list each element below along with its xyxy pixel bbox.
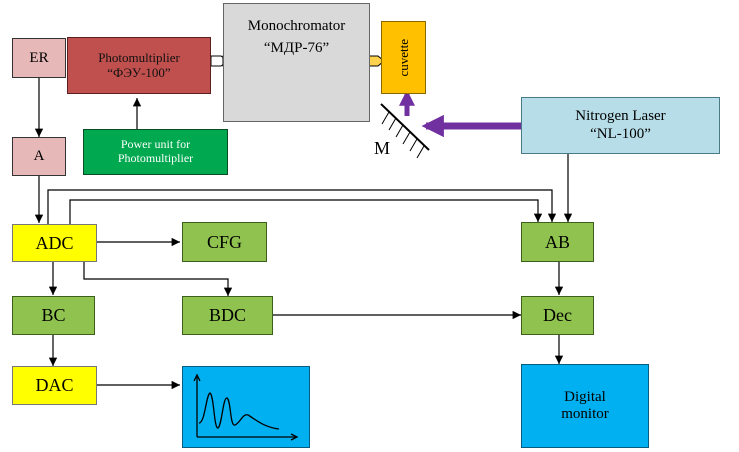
dec-block: Dec — [521, 296, 594, 335]
oscilloscope-display — [182, 366, 310, 448]
power-unit-line-2: Photomultiplier — [117, 151, 194, 165]
cfg-label: CFG — [206, 231, 242, 252]
bc-block: BC — [12, 296, 95, 335]
nitrogen-laser-title: Nitrogen Laser — [575, 108, 666, 125]
cfg-block: CFG — [182, 222, 267, 262]
mirror-label: M — [374, 138, 391, 158]
waveform-icon — [193, 373, 299, 441]
wire-adc-bdc — [83, 262, 233, 296]
er-label: ER — [29, 49, 49, 66]
monochromator-model: “МДР-76” — [263, 40, 330, 56]
adc-label: ADC — [35, 232, 74, 253]
mirror-icon — [380, 103, 430, 159]
bdc-label: BDC — [208, 305, 246, 325]
bc-label: BC — [41, 305, 66, 325]
dac-block: DAC — [12, 366, 97, 405]
bdc-block: BDC — [182, 296, 273, 335]
wire-adc-ab-outer — [47, 189, 557, 224]
dec-label: Dec — [543, 305, 572, 325]
photomultiplier-block: Photomultiplier “ФЭУ-100” — [67, 37, 211, 94]
digital-monitor-line-1: Digital — [564, 388, 606, 405]
cuvette-label: cuvette — [395, 38, 411, 77]
monochromator-title: Monochromator — [247, 18, 346, 34]
nitrogen-laser-block: Nitrogen Laser “NL-100” — [521, 97, 720, 154]
ab-block: AB — [521, 222, 594, 262]
ab-label: AB — [544, 231, 570, 252]
photomultiplier-title: Photomultiplier — [98, 49, 180, 65]
photomultiplier-model: “ФЭУ-100” — [107, 64, 171, 80]
a-block: A — [12, 137, 66, 176]
cuvette-block: cuvette — [381, 21, 426, 94]
power-unit-block: Power unit for Photomultiplier — [83, 129, 228, 175]
digital-monitor-block: Digital monitor — [521, 364, 649, 448]
nitrogen-laser-model: “NL-100” — [590, 125, 651, 142]
wire-adc-ab-inner — [69, 199, 543, 224]
dac-label: DAC — [35, 375, 74, 395]
er-block: ER — [12, 38, 66, 78]
monochromator-block: Monochromator “МДР-76” — [223, 3, 370, 122]
digital-monitor-line-2: monitor — [561, 406, 609, 422]
a-label: A — [33, 148, 45, 164]
power-unit-line-1: Power unit for — [120, 137, 191, 152]
adc-block: ADC — [12, 224, 97, 262]
